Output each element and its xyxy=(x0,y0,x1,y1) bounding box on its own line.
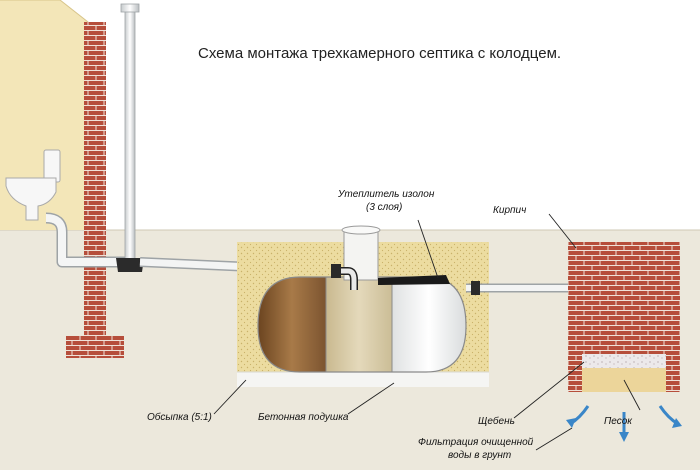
diagram-title: Схема монтажа трехкамерного септика с ко… xyxy=(198,45,561,62)
chamber-1 xyxy=(258,277,326,372)
label-sand: Песок xyxy=(604,416,633,427)
insulation-layer xyxy=(378,275,450,285)
chamber-3 xyxy=(392,277,466,372)
vent-pipe xyxy=(124,7,136,265)
label-gravel: Щебень xyxy=(478,415,515,427)
concrete-pad xyxy=(237,372,489,387)
label-filtration-line1: Фильтрация очищенной xyxy=(418,437,534,448)
well-body-bricks xyxy=(582,242,666,354)
house-wall xyxy=(0,0,88,230)
label-brick: Кирпич xyxy=(493,205,526,216)
label-filtration-line2: воды в грунт xyxy=(448,450,511,461)
gravel-layer xyxy=(582,354,666,368)
label-backfill: Обсыпка (5:1) xyxy=(147,411,212,423)
chamber-2 xyxy=(326,277,392,372)
label-insulation-line2: (3 слоя) xyxy=(366,202,402,213)
label-concrete-pad: Бетонная подушка xyxy=(258,412,349,423)
well-wall-left xyxy=(568,242,582,392)
label-insulation-line1: Утеплитель изолон xyxy=(337,189,435,200)
toilet-icon xyxy=(5,149,61,221)
well-wall-right xyxy=(666,242,680,392)
filtration-arrows xyxy=(566,405,682,442)
house-foundation-bricks xyxy=(84,212,106,336)
septic-tank xyxy=(257,276,467,373)
